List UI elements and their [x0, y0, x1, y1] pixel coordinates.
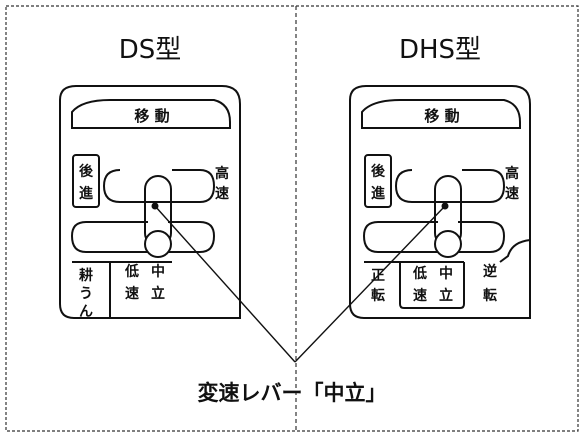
left-till-2: う — [79, 286, 93, 302]
left-low-2: 速 — [125, 285, 139, 302]
right-panel: 移 動 後 進 高 速 正 転 低 速 中 立 逆 転 — [349, 85, 531, 319]
caption-label: 変速レバー「中立」 — [198, 381, 387, 405]
right-move-label: 移 動 — [424, 107, 459, 125]
right-high-1: 高 — [505, 165, 519, 182]
left-high-2: 速 — [215, 185, 229, 202]
left-leader-line — [154, 205, 296, 363]
right-title: DHS型 — [399, 35, 481, 65]
left-high-1: 高 — [215, 165, 229, 182]
left-reverse-2: 進 — [79, 186, 93, 202]
right-high-2: 速 — [505, 185, 519, 202]
right-low-1: 低 — [412, 265, 427, 282]
left-panel: 移 動 後 進 高 速 耕 う ん 低 速 中 立 — [59, 85, 241, 320]
right-forward-2: 転 — [371, 287, 385, 304]
right-reverse-rot-2: 転 — [483, 287, 497, 304]
left-neutral-1: 中 — [151, 263, 165, 280]
left-move-label: 移 動 — [134, 107, 169, 125]
right-reverse-rot-1: 逆 — [483, 263, 497, 280]
left-low-1: 低 — [124, 263, 139, 280]
right-leader-line — [294, 205, 446, 363]
right-reverse-1: 後 — [371, 163, 386, 180]
left-reverse-1: 後 — [79, 163, 94, 180]
outer-frame — [5, 5, 579, 432]
left-neutral-2: 立 — [151, 285, 165, 302]
left-title: DS型 — [119, 35, 182, 65]
right-neutral-2: 立 — [439, 287, 453, 304]
right-reverse-2: 進 — [371, 186, 385, 202]
right-low-2: 速 — [413, 287, 427, 304]
left-till-1: 耕 — [79, 267, 93, 284]
left-till-3: ん — [79, 304, 93, 320]
right-neutral-1: 中 — [439, 265, 453, 282]
